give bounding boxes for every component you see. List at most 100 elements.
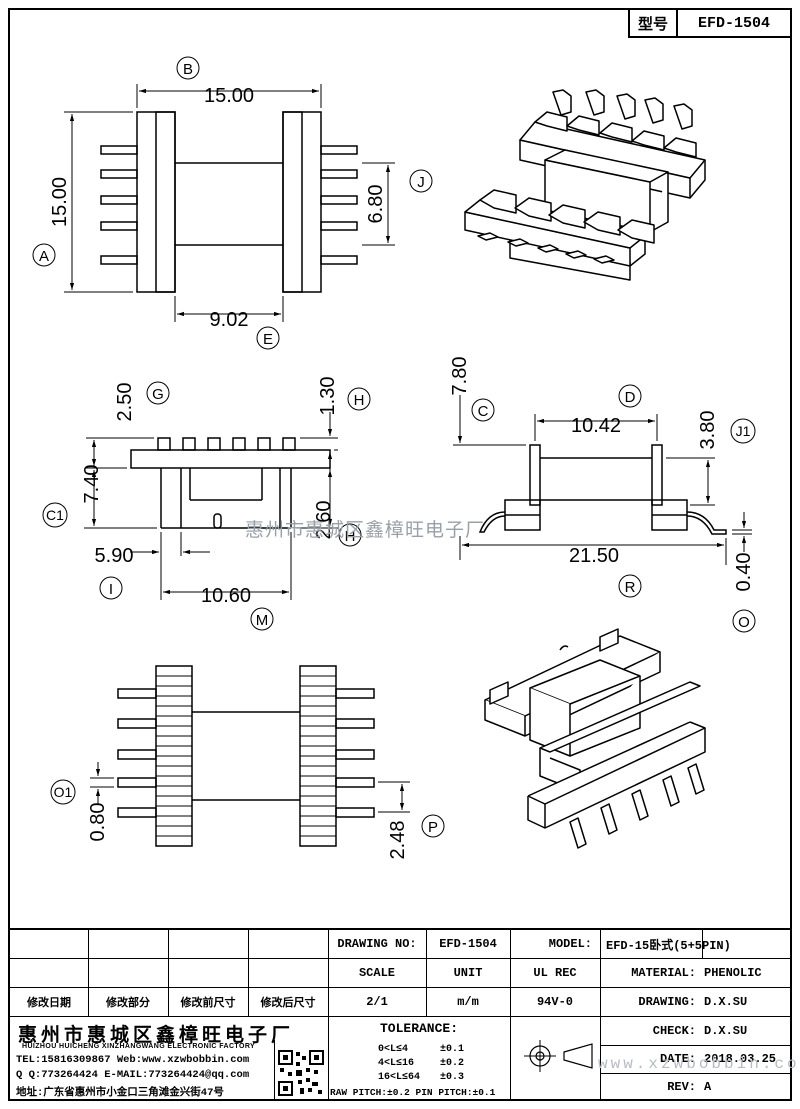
check-label: CHECK: xyxy=(652,1023,696,1038)
callout-b-label: B xyxy=(183,61,193,78)
callout-p: P xyxy=(421,814,445,838)
callout-j1: J1 xyxy=(730,418,756,444)
contact-tel-web: TEL:15816309867 Web:www.xzwbobbin.com xyxy=(16,1054,250,1066)
date-label: DATE: xyxy=(659,1052,696,1066)
bottom-view xyxy=(117,665,375,847)
company-name-cn: 惠州市惠城区鑫樟旺电子厂 xyxy=(18,1024,295,1046)
ul-label: UL REC xyxy=(533,965,577,980)
drawing-by-label: DRAWING: xyxy=(638,994,696,1009)
dim-j1-value: 3.80 xyxy=(697,411,719,450)
contact-address: 地址:广东省惠州市小金口三角滩金兴街47号 xyxy=(16,1087,224,1099)
dim-b-value: 15.00 xyxy=(204,85,254,107)
tol-value-2: ±0.2 xyxy=(440,1058,465,1069)
callout-o1: O1 xyxy=(50,779,76,805)
callout-e: E xyxy=(256,326,280,350)
callout-d: D xyxy=(618,384,642,408)
callout-o: O xyxy=(732,609,756,633)
callout-r: R xyxy=(618,574,642,598)
unit-value: m/m xyxy=(457,994,479,1009)
dim-g-value: 2.50 xyxy=(114,383,136,422)
company-name-en: HUIZHOU HUICHENG XINZHANGWANG ELECTRONIC… xyxy=(22,1043,256,1050)
tol-range-2: 4<L≤16 xyxy=(378,1058,415,1069)
dim-e-value: 9.02 xyxy=(210,309,249,331)
rev-header-part: 修改部分 xyxy=(106,997,150,1010)
model-value: EFD-15卧式(5+5PIN) xyxy=(606,938,731,953)
bottom-view-dimensions xyxy=(90,762,410,813)
dim-p-value: 2.48 xyxy=(387,821,409,860)
tolerance-label: TOLERANCE: xyxy=(379,1020,458,1036)
tol-range-3: 16<L≤64 xyxy=(378,1072,421,1083)
check-value: D.X.SU xyxy=(704,1023,748,1038)
callout-o-label: O xyxy=(738,614,750,631)
callout-p-label: P xyxy=(428,819,438,836)
dim-j-value: 6.80 xyxy=(365,185,387,224)
date-value: 2018.03.25 xyxy=(704,1052,777,1066)
type-label: 型号 xyxy=(630,10,678,36)
callout-o1-label: O1 xyxy=(54,784,73,800)
tol-value-1: ±0.1 xyxy=(440,1044,465,1055)
scale-label: SCALE xyxy=(358,965,395,980)
callout-m: M xyxy=(250,607,274,631)
callout-i-label: I xyxy=(109,581,113,598)
drawing-no-label: DRAWING NO: xyxy=(337,937,417,951)
callout-a: A xyxy=(32,243,56,267)
contact-qq-email: Q Q:773264424 E-MAIL:773264424@qq.com xyxy=(16,1069,250,1081)
dim-o1-value: 0.80 xyxy=(87,803,109,842)
callout-c1-label: C1 xyxy=(46,507,64,523)
unit-label: UNIT xyxy=(453,965,483,980)
dim-c-value: 7.80 xyxy=(449,357,471,396)
callout-e-label: E xyxy=(263,331,273,348)
front-view-dimensions xyxy=(84,412,338,600)
callout-c1: C1 xyxy=(42,502,68,528)
watermark-text: 惠州市惠城区鑫樟旺电子厂 xyxy=(245,519,486,541)
callout-g-label: G xyxy=(152,386,164,403)
material-label: MATERIAL: xyxy=(631,965,696,980)
type-box: 型号 EFD-1504 xyxy=(628,10,790,38)
dim-h2-value: 2.60 xyxy=(313,501,335,540)
rev-header-date: 修改日期 xyxy=(27,997,71,1010)
pitch-tolerance: RAW PITCH:±0.2 PIN PITCH:±0.1 xyxy=(330,1087,496,1098)
top-view xyxy=(100,111,358,293)
side-view xyxy=(478,444,727,535)
callout-j: J xyxy=(409,169,433,193)
callout-c: C xyxy=(471,398,495,422)
side-view-dimensions xyxy=(453,395,752,565)
rev-label: REV: xyxy=(667,1080,696,1094)
dim-m-value: 10.60 xyxy=(201,585,251,607)
dim-c1-value: 7.40 xyxy=(81,465,103,504)
qr-code-icon xyxy=(278,1050,324,1096)
callout-c-label: C xyxy=(478,403,489,420)
callout-j1-label: J1 xyxy=(736,423,751,439)
callout-b: B xyxy=(176,56,200,80)
projection-symbol-icon xyxy=(524,1040,593,1072)
callout-d-label: D xyxy=(625,389,636,406)
callout-h: H xyxy=(347,387,371,411)
dim-d-value: 10.42 xyxy=(571,415,621,437)
tol-value-3: ±0.3 xyxy=(440,1072,465,1083)
rev-header-before: 修改前尺寸 xyxy=(180,997,236,1010)
material-value: PHENOLIC xyxy=(704,965,762,980)
callout-h2: H xyxy=(338,523,362,547)
dim-o-value: 0.40 xyxy=(733,553,755,592)
tol-range-1: 0<L≤4 xyxy=(378,1044,409,1055)
model-label: MODEL: xyxy=(548,937,592,951)
drawing-by-value: D.X.SU xyxy=(704,994,748,1009)
callout-h2-label: H xyxy=(345,528,356,545)
top-view-dimensions xyxy=(64,84,395,322)
rev-value: A xyxy=(704,1080,712,1094)
isometric-view-bottom xyxy=(484,628,706,849)
callout-g: G xyxy=(146,381,170,405)
dim-r-value: 21.50 xyxy=(569,545,619,567)
dim-h-value: 1.30 xyxy=(317,377,339,416)
drawing-no-value: EFD-1504 xyxy=(439,937,497,951)
callout-r-label: R xyxy=(625,579,636,596)
callout-i: I xyxy=(99,576,123,600)
callout-h-label: H xyxy=(354,392,365,409)
dim-a-value: 15.00 xyxy=(49,177,71,227)
isometric-view-top xyxy=(464,89,706,281)
type-value: EFD-1504 xyxy=(697,14,770,32)
watermark-url: www.xzwbobbin.com xyxy=(598,1055,800,1073)
callout-j-label: J xyxy=(417,174,425,191)
callout-a-label: A xyxy=(39,248,49,265)
